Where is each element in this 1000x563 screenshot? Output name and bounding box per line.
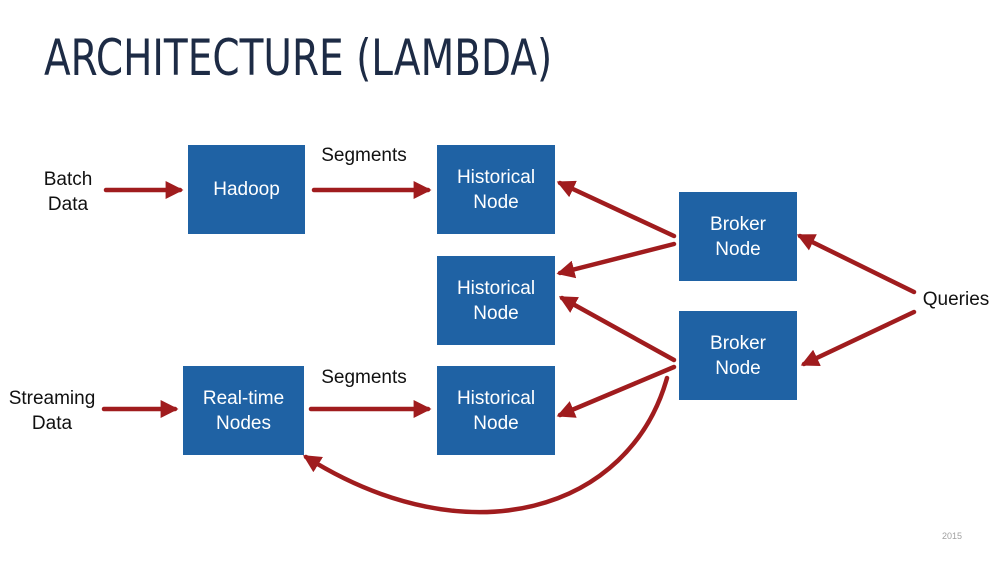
arrow-broker1-to-historical1 [556, 180, 677, 239]
arrow-broker2-to-historical3 [556, 364, 677, 418]
footer-year: 2015 [942, 531, 963, 541]
hadoop-node: Hadoop [188, 145, 305, 234]
arrow-broker1-to-historical2 [556, 241, 677, 279]
arrow-broker2-to-historical2 [558, 295, 677, 363]
segments-top-label: Segments [321, 145, 407, 166]
broker-node-1: Broker Node [679, 192, 797, 281]
historical-node-2: Historical Node [437, 256, 555, 345]
arrow-queries-to-broker1 [796, 233, 917, 295]
segments-bottom-label: Segments [321, 367, 407, 388]
arrow-queries-to-broker2 [800, 309, 917, 367]
streaming-data-label: Streaming Data [8, 388, 96, 434]
slide-title: ARCHITECTURE (LAMBDA) [44, 29, 553, 87]
historical-node-1: Historical Node [437, 145, 555, 234]
batch-data-label: Batch Data [43, 169, 93, 215]
arrow-broker2-to-realtime [302, 375, 670, 515]
queries-label: Queries [922, 289, 990, 310]
realtime-nodes: Real-time Nodes [183, 366, 304, 455]
historical-node-3: Historical Node [437, 366, 555, 455]
broker-node-2: Broker Node [679, 311, 797, 400]
